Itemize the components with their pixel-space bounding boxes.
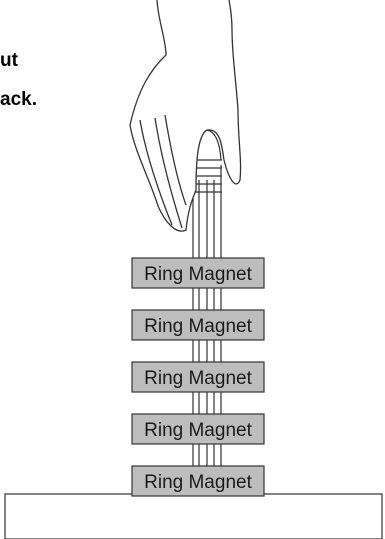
ring-magnet-label: Ring Magnet (144, 368, 252, 389)
caption-text: ut ack. (0, 0, 60, 120)
ring-magnet-body (131, 309, 265, 341)
ring-magnet-body (131, 413, 265, 445)
hand-finger-1 (139, 119, 173, 226)
hand-icon (129, 0, 242, 232)
hand-outline (129, 0, 242, 232)
ring-magnet-label: Ring Magnet (144, 420, 252, 441)
ring-magnet-1: Ring Magnet (131, 257, 265, 289)
ring-magnet-2: Ring Magnet (131, 309, 265, 341)
ring-magnet-label: Ring Magnet (144, 264, 252, 285)
ring-magnet-body (131, 361, 265, 393)
base-platform-rect (4, 493, 383, 539)
ring-magnet-body (131, 465, 265, 497)
ring-magnet-label: Ring Magnet (144, 472, 252, 493)
ring-magnet-5: Ring Magnet (131, 465, 265, 497)
ring-magnet-4: Ring Magnet (131, 413, 265, 445)
hand-finger-2 (154, 117, 183, 229)
hand-finger-3 (164, 114, 187, 206)
ring-magnet-label: Ring Magnet (144, 316, 252, 337)
caption-line-1: ut (0, 50, 18, 71)
ring-magnet-3: Ring Magnet (131, 361, 265, 393)
ring-magnet-body (131, 257, 265, 289)
caption-line-2: ack. (0, 89, 37, 110)
